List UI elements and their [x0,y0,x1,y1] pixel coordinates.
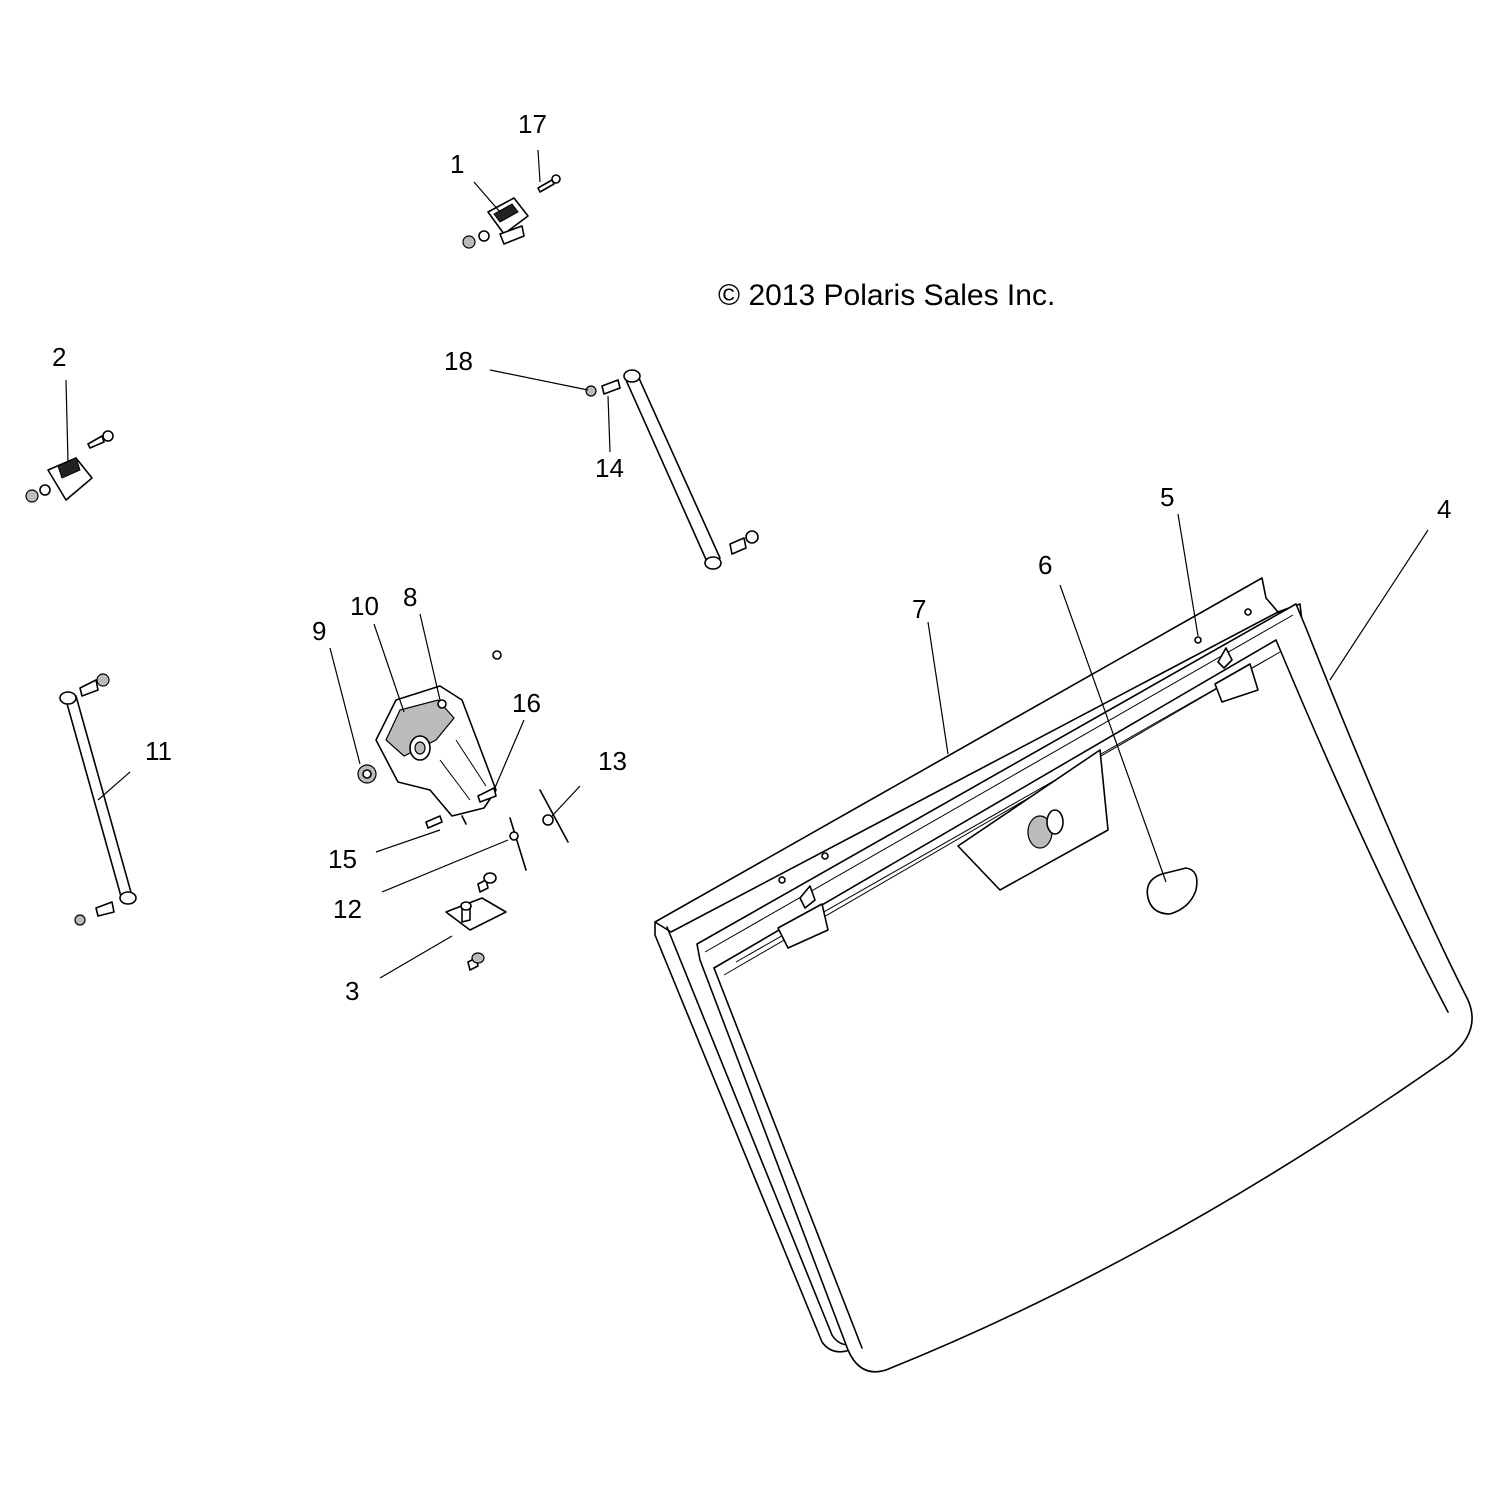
callout-2: 2 [52,342,66,372]
callout-18: 18 [444,346,473,376]
callout-13: 13 [598,746,627,776]
callout-15: 15 [328,844,357,874]
callout-6: 6 [1038,550,1052,580]
callout-7: 7 [912,594,926,624]
callout-3: 3 [345,976,359,1006]
callout-8: 8 [403,582,417,612]
callout-17: 17 [518,109,547,139]
callout-numbers: 1 17 2 18 14 5 4 6 7 8 10 9 11 16 13 15 … [52,109,1451,1006]
latch-assembly [357,650,569,871]
callout-10: 10 [350,591,379,621]
hinge-upper [462,197,529,249]
callout-9: 9 [312,616,326,646]
hinge-left [25,430,114,503]
callout-12: 12 [333,894,362,924]
callout-16: 16 [512,688,541,718]
leader-lines [65,149,1429,979]
bolt-17 [537,174,561,193]
callout-4: 4 [1437,494,1451,524]
window-panel [654,577,1473,1373]
striker-plate [445,872,507,971]
copyright-text: © 2013 Polaris Sales Inc. [718,279,1055,312]
callout-14: 14 [595,453,624,483]
callout-11: 11 [145,736,172,766]
gas-strut-left [59,673,137,926]
callout-1: 1 [450,149,464,179]
gas-strut-upper [585,369,759,570]
handle-knob [1146,867,1198,915]
callout-5: 5 [1160,482,1174,512]
